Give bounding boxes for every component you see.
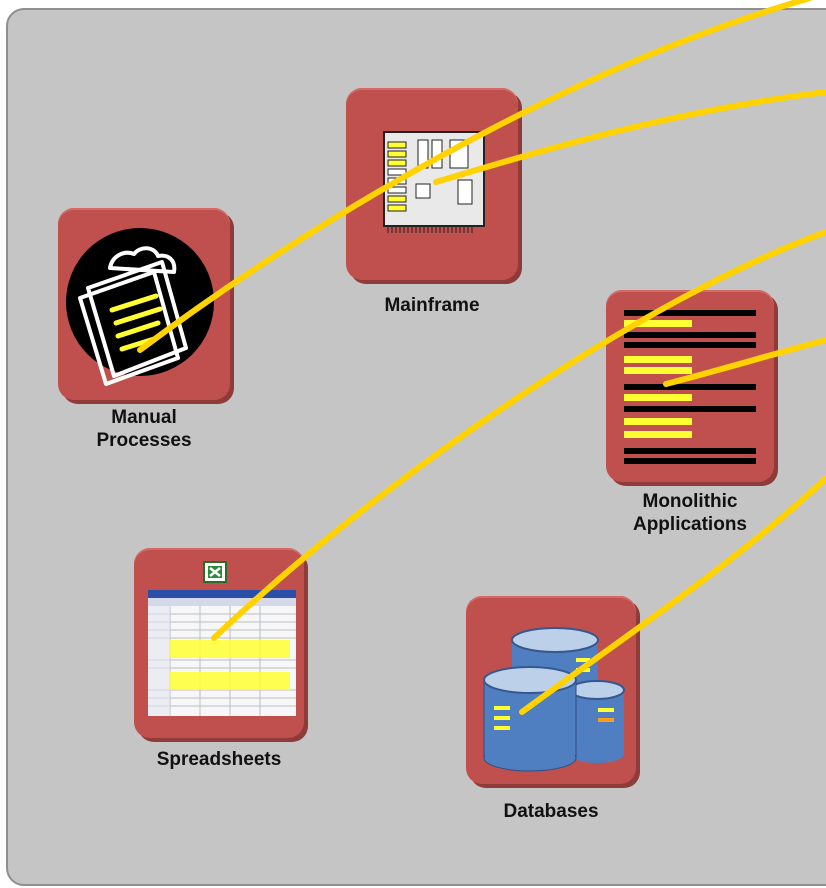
mainframe-board-icon: [383, 131, 485, 233]
monolithic-applications-tile[interactable]: [606, 290, 774, 482]
mainframe-tile[interactable]: [346, 88, 518, 280]
databases-label: Databases: [503, 801, 599, 822]
monolithic-app-icon: [624, 310, 756, 464]
spreadsheet-icon: [148, 561, 296, 716]
manual-processes-tile[interactable]: [58, 208, 230, 400]
spreadsheets-tile[interactable]: [134, 548, 304, 738]
manual-processes-label: Manual Processes: [96, 407, 192, 451]
mainframe-label: Mainframe: [384, 295, 480, 316]
clipboard-icon: [66, 228, 214, 386]
databases-tile[interactable]: [466, 596, 636, 784]
spreadsheets-label: Spreadsheets: [156, 749, 282, 770]
database-icon: [483, 627, 625, 772]
monolithic-applications-label: Monolithic Applications: [632, 491, 747, 535]
